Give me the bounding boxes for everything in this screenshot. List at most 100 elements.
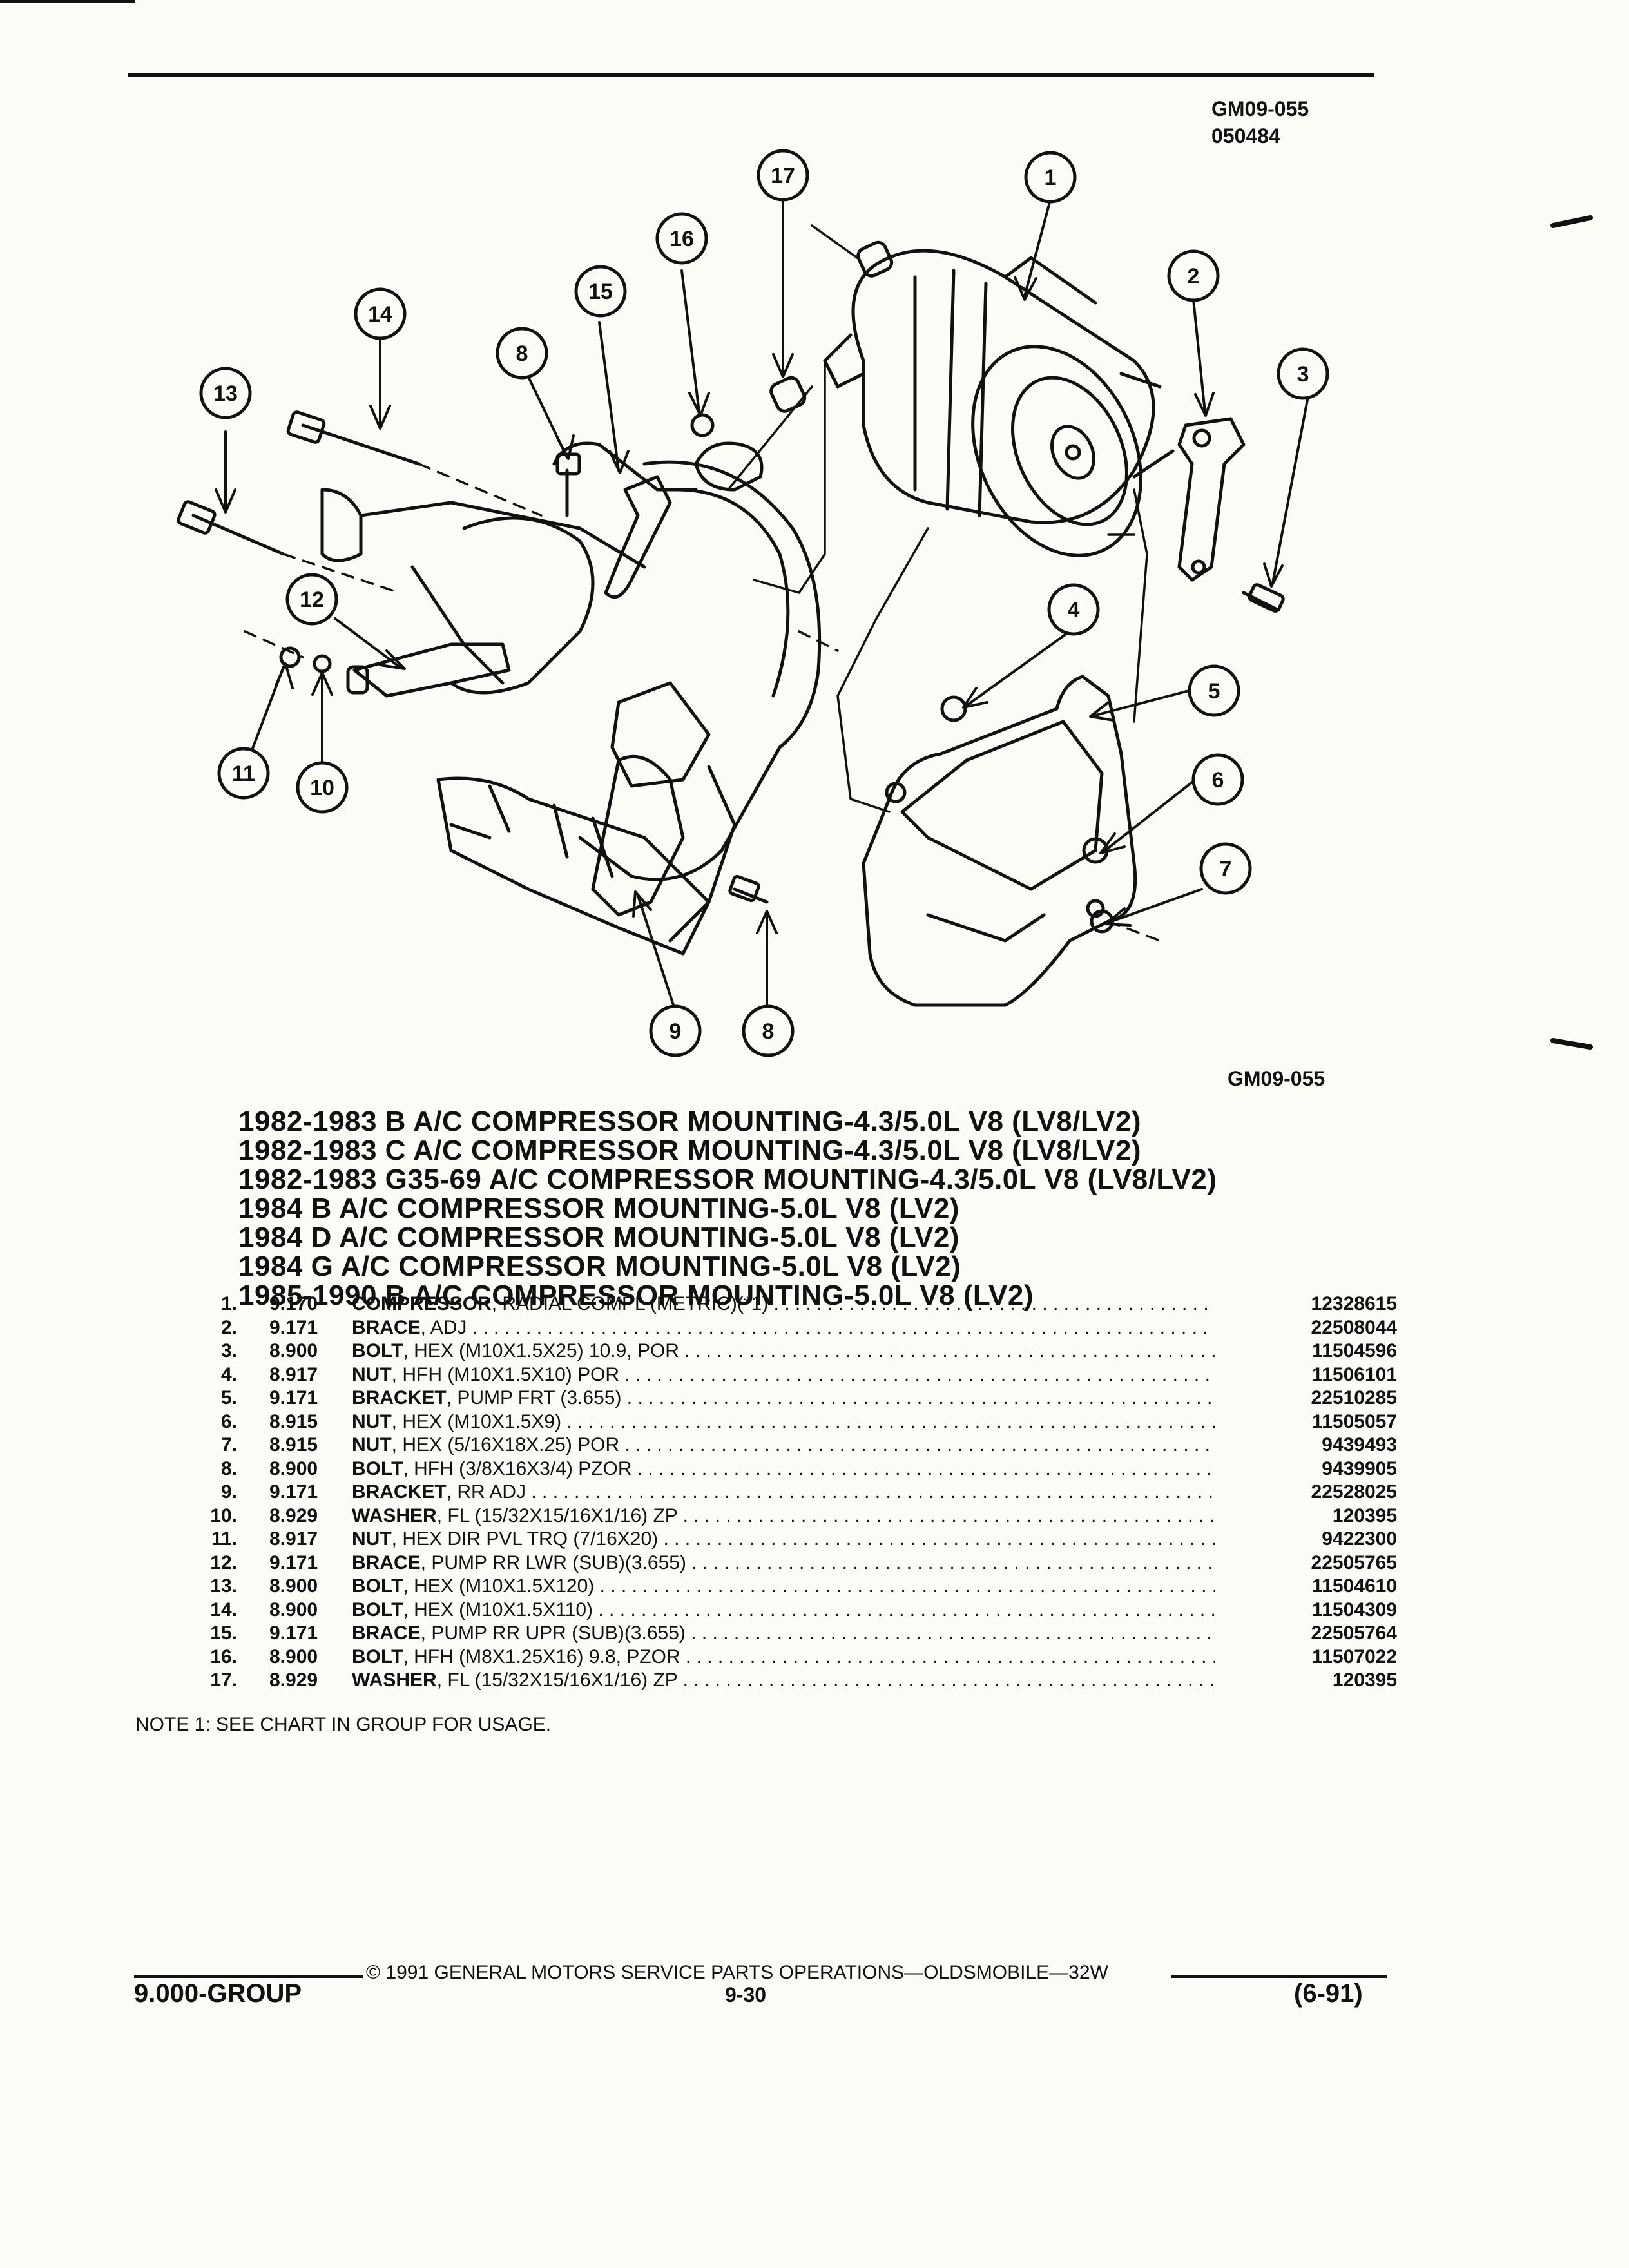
part-group: 8.929 bbox=[269, 1504, 318, 1526]
part-detail: , HEX (M10X1.5X9) bbox=[391, 1410, 562, 1432]
dot-leader: . . . . . . . . . . . . . . . . . . . . … bbox=[682, 1669, 1215, 1691]
exploded-view-diagram: 1 2 3 4 5 6 7 8 9 10 11 12 13 14 8 15 16… bbox=[177, 149, 1593, 1057]
copyright-line: © 1991 GENERAL MOTORS SERVICE PARTS OPER… bbox=[366, 1962, 1108, 1983]
part-number: 11504309 bbox=[1312, 1599, 1397, 1620]
part-description: BRACKET, PUMP FRT (3.655) . . . . . . . … bbox=[352, 1387, 1215, 1410]
part-number: 9439905 bbox=[1322, 1457, 1397, 1479]
callout-15: 15 bbox=[588, 280, 613, 304]
title-line: 1985-1990 B A/C COMPRESSOR MOUNTING-5.0L… bbox=[238, 1280, 1034, 1311]
part-group: 9.171 bbox=[269, 1481, 318, 1503]
part-index: 3. bbox=[220, 1340, 237, 1361]
part-number: 9422300 bbox=[1322, 1528, 1397, 1550]
part-group: 8.900 bbox=[269, 1457, 318, 1479]
part-description: WASHER, FL (15/32X15/16X1/16) ZP . . . .… bbox=[352, 1669, 1215, 1693]
part-description: BOLT, HFH (3/8X16X3/4) PZOR . . . . . . … bbox=[352, 1457, 1215, 1481]
part-index: 6. bbox=[220, 1410, 237, 1432]
callout-8-lower: 8 bbox=[762, 1019, 775, 1044]
part-detail: , PUMP FRT (3.655) bbox=[446, 1387, 622, 1408]
part-number: 11507022 bbox=[1312, 1646, 1397, 1667]
dot-leader: . . . . . . . . . . . . . . . . . . . . … bbox=[682, 1504, 1215, 1526]
part-index: 4. bbox=[220, 1363, 237, 1385]
part-group: 8.900 bbox=[269, 1599, 318, 1620]
callout-1: 1 bbox=[1045, 166, 1057, 190]
part-index: 1. bbox=[220, 1293, 237, 1314]
date-code: 050484 bbox=[1211, 124, 1280, 148]
dot-leader: . . . . . . . . . . . . . . . . . . . . … bbox=[663, 1528, 1215, 1550]
part-detail: , HEX (M10X1.5X25) 10.9, POR bbox=[403, 1340, 679, 1361]
part-group: 8.900 bbox=[269, 1575, 318, 1597]
header-rule bbox=[128, 73, 1374, 77]
dot-leader: . . . . . . . . . . . . . . . . . . . . … bbox=[472, 1316, 1215, 1338]
title-line: 1984 D A/C COMPRESSOR MOUNTING-5.0L V8 (… bbox=[238, 1222, 959, 1253]
dot-leader: . . . . . . . . . . . . . . . . . . . . … bbox=[599, 1575, 1215, 1597]
title-line: 1984 G A/C COMPRESSOR MOUNTING-5.0L V8 (… bbox=[238, 1251, 961, 1282]
callout-17: 17 bbox=[771, 164, 795, 188]
part-name: WASHER bbox=[352, 1504, 437, 1526]
part-detail: , HEX (M10X1.5X110) bbox=[403, 1599, 593, 1620]
part-detail: , HEX (5/16X18X.25) POR bbox=[391, 1434, 620, 1456]
callout-3: 3 bbox=[1297, 362, 1309, 387]
part-description: BOLT, HFH (M8X1.25X16) 9.8, PZOR . . . .… bbox=[352, 1646, 1215, 1669]
part-number: 22510285 bbox=[1311, 1387, 1397, 1408]
part-index: 17. bbox=[210, 1669, 237, 1691]
callout-8-upper: 8 bbox=[516, 341, 528, 366]
part-number: 22508044 bbox=[1311, 1316, 1397, 1338]
part-name: BOLT bbox=[352, 1457, 403, 1479]
part-detail: , PUMP RR LWR (SUB)(3.655) bbox=[420, 1552, 686, 1573]
part-description: BRACE, PUMP RR UPR (SUB)(3.655) . . . . … bbox=[352, 1622, 1215, 1646]
title-line: 1982-1983 C A/C COMPRESSOR MOUNTING-4.3/… bbox=[238, 1135, 1142, 1166]
callout-11: 11 bbox=[232, 762, 255, 786]
part-name: BOLT bbox=[352, 1646, 403, 1667]
part-index: 9. bbox=[220, 1481, 237, 1503]
part-number: 120395 bbox=[1332, 1669, 1397, 1691]
dot-leader: . . . . . . . . . . . . . . . . . . . . … bbox=[624, 1363, 1215, 1385]
part-number: 22505764 bbox=[1311, 1622, 1397, 1644]
parts-row: 14. 8.900 BOLT, HEX (M10X1.5X110) . . . . … bbox=[173, 1599, 1397, 1622]
diagram-caption: GM09-055 bbox=[1228, 1067, 1325, 1090]
callout-5: 5 bbox=[1208, 679, 1220, 704]
callout-13: 13 bbox=[213, 381, 238, 406]
part-description: BOLT, HEX (M10X1.5X110) . . . . . . . . … bbox=[352, 1599, 1215, 1622]
part-index: 10. bbox=[210, 1504, 237, 1526]
callout-12: 12 bbox=[300, 588, 324, 612]
compressor-drawing bbox=[823, 249, 1175, 557]
dot-leader: . . . . . . . . . . . . . . . . . . . . … bbox=[691, 1622, 1215, 1644]
part-name: BOLT bbox=[352, 1340, 403, 1361]
title-line: 1982-1983 B A/C COMPRESSOR MOUNTING-4.3/… bbox=[238, 1106, 1142, 1137]
part-group: 9.171 bbox=[269, 1316, 318, 1338]
part-detail: , RADIAL COMPL (METRIC)(*1) bbox=[491, 1293, 769, 1314]
part-detail: , HEX DIR PVL TRQ (7/16X20) bbox=[391, 1528, 659, 1550]
part-index: 7. bbox=[220, 1434, 237, 1456]
part-name: NUT bbox=[352, 1363, 392, 1385]
part-number: 120395 bbox=[1332, 1504, 1397, 1526]
application-titles: 1982-1983 B A/C COMPRESSOR MOUNTING-4.3/… bbox=[238, 1107, 1217, 1310]
callout-14: 14 bbox=[368, 302, 392, 327]
part-index: 14. bbox=[210, 1599, 237, 1620]
part-index: 11. bbox=[211, 1528, 237, 1550]
top-corner-rule bbox=[0, 0, 135, 3]
callout-16: 16 bbox=[670, 227, 694, 251]
part-description: NUT, HFH (M10X1.5X10) POR . . . . . . . … bbox=[352, 1363, 1215, 1387]
callout-6: 6 bbox=[1212, 768, 1224, 793]
part-description: BOLT, HEX (M10X1.5X25) 10.9, POR . . . .… bbox=[352, 1340, 1215, 1363]
part-detail: , HFH (3/8X16X3/4) PZOR bbox=[403, 1457, 632, 1479]
callout-2: 2 bbox=[1188, 264, 1200, 289]
part-name: BRACE bbox=[352, 1552, 421, 1573]
part-detail: , HEX (M10X1.5X120) bbox=[403, 1575, 595, 1597]
revision-code: (6-91) bbox=[1294, 1979, 1363, 2008]
part-description: BRACE, ADJ . . . . . . . . . . . . . . .… bbox=[352, 1316, 1215, 1340]
part-name: BRACKET bbox=[352, 1387, 447, 1408]
part-detail: , ADJ bbox=[420, 1316, 467, 1338]
part-index: 12. bbox=[210, 1552, 237, 1573]
part-group: 8.917 bbox=[269, 1528, 318, 1550]
part-group: 8.900 bbox=[269, 1646, 318, 1667]
part-group: 9.170 bbox=[269, 1293, 318, 1314]
